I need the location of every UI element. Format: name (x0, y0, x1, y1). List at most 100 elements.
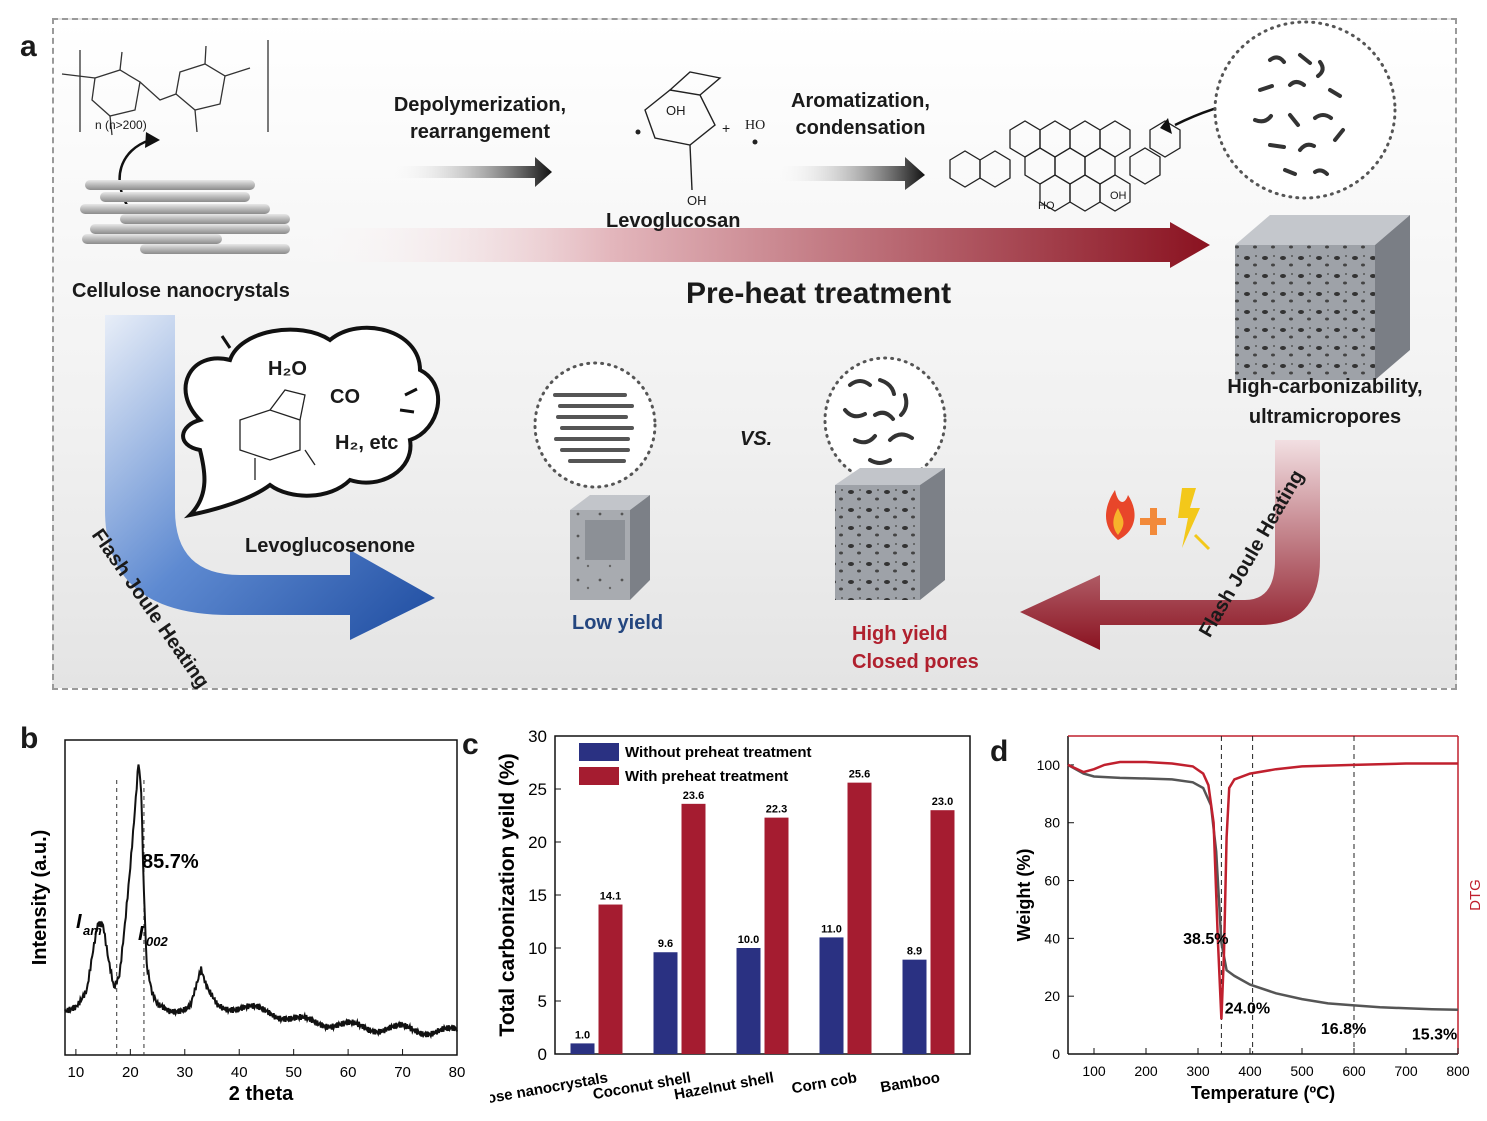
i-002-label: I (138, 923, 144, 945)
fjh-arrow-right (1020, 440, 1320, 650)
y-tick-label: 60 (1044, 873, 1060, 889)
panel-a-letter: a (20, 30, 37, 63)
preheat-arrow (290, 222, 1210, 268)
zoom-bubble-top (1213, 20, 1397, 200)
y-axis-label: Total carbonization yeild (%) (496, 753, 519, 1036)
i-002-subscript: 002 (146, 934, 168, 949)
cellulose-label: Cellulose nanocrystals (72, 280, 290, 302)
vs-label: VS. (740, 428, 773, 450)
gas-co: CO (330, 386, 360, 408)
porous-carbon-cube (1235, 215, 1410, 380)
y-axis-label: Weight (%) (1014, 849, 1034, 942)
bar (598, 904, 623, 1054)
bar (653, 952, 678, 1054)
x-tick-label: 30 (176, 1064, 193, 1081)
bar (819, 937, 844, 1054)
bar-value-label: 1.0 (575, 1029, 590, 1041)
gas-h2: H₂, etc (335, 432, 399, 454)
y-tick-label: 30 (528, 728, 547, 746)
y-tick-label: 40 (1044, 930, 1060, 946)
x-tick-label: 80 (449, 1064, 466, 1081)
bar-value-label: 22.3 (766, 804, 787, 816)
bar (570, 1043, 595, 1054)
flame-icon (1105, 490, 1135, 540)
high-yield-label: High yield Closed pores (852, 623, 979, 673)
levoglucosenone-label: Levoglucosenone (245, 535, 416, 557)
y-tick-label: 20 (528, 833, 547, 852)
cellulose-n: n (n>200) (95, 118, 147, 132)
annotation: 24.0% (1225, 1001, 1270, 1018)
y-tick-label: 5 (538, 992, 547, 1011)
preheat-label: Pre-heat treatment (686, 277, 952, 310)
x-tick-label: 500 (1290, 1063, 1314, 1079)
x-tick-label: 50 (285, 1064, 302, 1081)
plus-icon (1140, 508, 1166, 535)
gas-cloud (181, 325, 440, 519)
i-am-label: I (76, 911, 82, 933)
aromatic-network (949, 120, 1181, 212)
panel-a-graphics (61, 20, 1410, 650)
panel-c-letter: c (462, 728, 479, 761)
i-am-subscript: am (83, 923, 102, 938)
arrow-aromatization (775, 157, 925, 190)
annotation: 38.5% (1183, 931, 1228, 948)
fjh-arrow-left (105, 315, 435, 640)
annotation: 16.8% (1321, 1021, 1366, 1038)
x-tick-label: 10 (68, 1064, 85, 1081)
bar (847, 782, 872, 1054)
bar (930, 810, 955, 1054)
ho-radical: HO (745, 118, 766, 133)
panel-b-letter: b (20, 722, 39, 755)
x-tick-label: 100 (1082, 1063, 1106, 1079)
x-tick-label: 70 (394, 1064, 411, 1081)
levoglucosan-oh-1: OH (666, 103, 686, 118)
y-axis-label: Intensity (a.u.) (29, 830, 51, 966)
zoom-bubble-high-yield (823, 356, 947, 484)
bar-value-label: 23.6 (683, 790, 704, 802)
levoglucosan-plus: + (722, 120, 731, 136)
x-tick-label: 20 (122, 1064, 139, 1081)
step2-label: Aromatization, condensation (791, 90, 930, 139)
gas-h2o: H₂O (268, 358, 307, 380)
high-yield-cube (835, 468, 945, 600)
bar (736, 948, 761, 1054)
annotation: 15.3% (1412, 1027, 1457, 1044)
arrow-depolymerization (390, 157, 552, 187)
low-yield-cube (570, 495, 650, 600)
zoom-bubble-low-yield (533, 361, 657, 489)
category-label: Bamboo (879, 1069, 941, 1096)
category-label: Corn cob (790, 1069, 858, 1097)
bar-value-label: 9.6 (658, 938, 673, 950)
y-tick-label: 15 (528, 886, 547, 905)
bar (681, 803, 706, 1054)
xrd-series-line (64, 764, 458, 1040)
bar-value-label: 14.1 (600, 891, 621, 903)
x-tick-label: 60 (340, 1064, 357, 1081)
low-yield-label: Low yield (572, 612, 664, 634)
x-tick-label: 300 (1186, 1063, 1210, 1079)
y-tick-label: 10 (528, 939, 547, 958)
legend-label: With preheat treatment (625, 768, 788, 785)
y-tick-label: 25 (528, 780, 547, 799)
plot-frame (64, 739, 458, 1056)
x-tick-label: 200 (1134, 1063, 1158, 1079)
bar-value-label: 8.9 (907, 946, 922, 958)
network-oh: OH (1110, 190, 1127, 202)
series-line (1067, 763, 1459, 1012)
crystallinity-annotation: 85.7% (142, 851, 199, 873)
levoglucosan-structure (644, 71, 722, 191)
cellulose-structure (61, 40, 269, 136)
x-axis-label: Temperature (ºC) (1191, 1083, 1335, 1103)
y-tick-label: 0 (1052, 1046, 1060, 1062)
y-tick-label: 100 (1037, 757, 1061, 773)
bar-value-label: 23.0 (932, 796, 953, 808)
panel-d-letter: d (990, 735, 1009, 768)
step1-label: Depolymerization, rearrangement (393, 94, 567, 143)
x-tick-label: 700 (1394, 1063, 1418, 1079)
series-line (1067, 760, 1458, 1020)
y-tick-label: 0 (538, 1045, 547, 1064)
high-carb-label: High-carbonizability, ultramicropores (1227, 376, 1423, 428)
